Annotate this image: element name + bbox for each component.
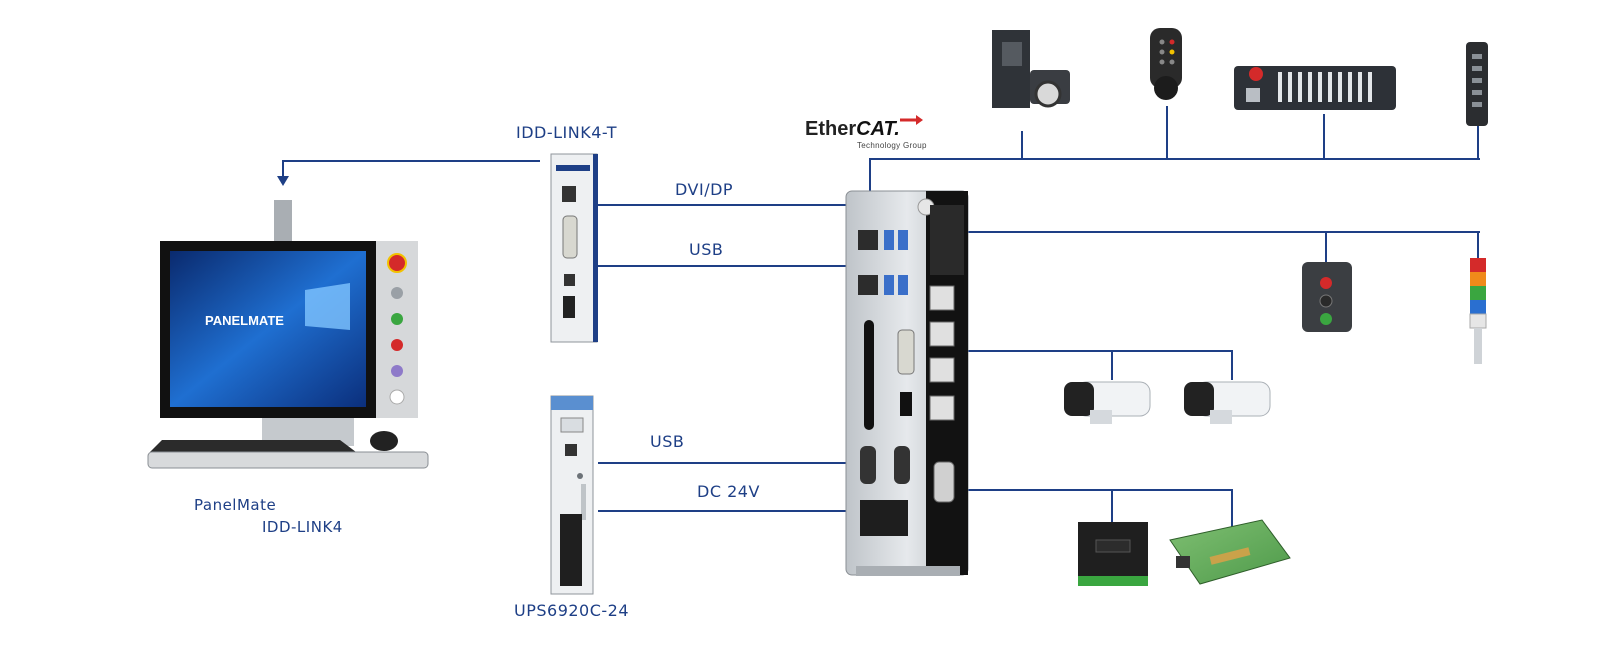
usb-port-icon [884,275,894,295]
io-terminal-strip [930,205,964,275]
dvi-connection-label: DVI/DP [675,180,734,199]
power-port-icon [563,296,575,318]
handwheel-pendant [1150,28,1182,100]
extender-model-label: IDD-LINK4-T [516,123,617,142]
ethernet-port-icon [929,357,955,383]
ethernet-port-icon [929,395,955,421]
panel-screen [170,251,366,407]
power-connection-label: DC 24V [697,482,760,501]
ethercat-logo-sub: Technology Group [857,141,927,150]
windows-logo-icon [305,283,350,330]
usb-port-icon [898,275,908,295]
control-box [1302,262,1352,332]
servo-drive [992,30,1070,108]
red-light-icon [1320,277,1332,289]
line-extender-to-panel [282,160,540,178]
ethercat-logo-prefix: Ether [805,118,857,140]
emergency-stop-icon [387,253,407,273]
usb-port-icon [565,444,577,456]
usb-port-icon [564,274,575,286]
white-button-icon [389,389,405,405]
ethercat-controller [845,190,969,576]
ethercat-arrow-icon [900,115,923,125]
handwheel-icon [1154,76,1178,100]
io-board-2 [1169,519,1291,585]
ethercat-logo-suffix: CAT. [856,118,900,140]
usb-port-icon [898,230,908,250]
link-transmitter [550,153,598,343]
usb-connection-label-top: USB [689,240,724,259]
ethernet-port-icon [929,285,955,311]
keyboard-icon [150,440,356,452]
operator-keyboard [1234,66,1396,110]
ethernet-port-icon [858,275,878,295]
motor-shaft-icon [1034,80,1062,108]
red-button-icon [391,339,403,351]
ethernet-port-icon [562,186,576,202]
mouse-icon [370,431,398,451]
terminal-block-icon [560,514,582,586]
io-module [1466,42,1488,126]
camera-2 [1184,381,1271,424]
panel-mount-arm [274,200,292,244]
arrow-down-icon [277,176,289,186]
panel-model-label: IDD-LINK4 [262,518,343,536]
dvi-port-icon [897,329,915,375]
green-button-icon [391,313,403,325]
panel-name-label: PanelMate [194,496,277,514]
yellow-light-icon [1319,294,1333,308]
panel-pc: PANELMATE [147,200,429,469]
usb-port-icon [884,230,894,250]
ethernet-port-icon [858,230,878,250]
line-camera [968,350,1233,380]
signal-tower [1469,258,1487,364]
screen-brand: PANELMATE [205,313,284,328]
power-terminal-icon [860,500,908,536]
serial-port-icon [933,461,955,503]
panel-base [147,451,429,469]
dvi-port-icon [562,215,578,259]
ethernet-port-icon [1176,556,1190,568]
usb-connection-label-bottom: USB [650,432,685,451]
ups-model-label: UPS6920C-24 [514,601,630,620]
io-board-1 [1078,522,1148,586]
green-light-icon [1320,313,1332,325]
key-switch-icon [391,287,403,299]
ethernet-port-icon [929,321,955,347]
camera-1 [1064,381,1151,424]
ethercat-logo: EtherCAT. Technology Group [805,115,926,150]
line-io-board [968,489,1233,540]
purple-button-icon [391,365,403,377]
ups-module [550,395,594,595]
